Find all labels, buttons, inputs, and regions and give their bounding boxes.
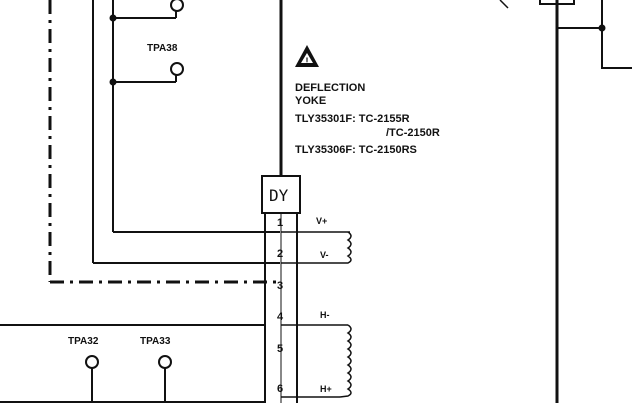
signal-v-plus: V+ — [316, 216, 327, 226]
svg-text:!: ! — [306, 56, 309, 66]
yoke-part-line2: /TC-2150R — [386, 127, 440, 139]
caution-triangle-icon: ! — [295, 45, 319, 67]
test-point-top-circle — [170, 0, 184, 12]
signal-h-minus: H- — [320, 310, 330, 320]
connector-label: DY — [269, 186, 289, 205]
yoke-part-line1: TLY35301F: TC-2155R — [295, 113, 410, 125]
yoke-title-line1: DEFLECTION — [295, 82, 365, 94]
vertical-coil — [340, 231, 352, 264]
tpa32-circle — [85, 355, 99, 369]
pin-5: 5 — [277, 343, 283, 355]
junction-dot-1 — [109, 14, 117, 22]
yoke-title-line2: YOKE — [295, 95, 326, 107]
yoke-part-line3: TLY35306F: TC-2150RS — [295, 144, 417, 156]
tpa33-label: TPA33 — [140, 336, 171, 347]
right-component-box — [601, 0, 632, 69]
pin-6: 6 — [277, 383, 283, 395]
right-top-box — [539, 0, 575, 5]
junction-dot-right — [598, 24, 606, 32]
tpa38-label: TPA38 — [147, 43, 178, 54]
pin-4: 4 — [277, 311, 284, 323]
tpa38-circle — [170, 62, 184, 76]
tpa33-circle — [158, 355, 172, 369]
horizontal-coil — [339, 324, 352, 398]
signal-v-minus: V- — [320, 250, 329, 260]
tpa32-label: TPA32 — [68, 336, 99, 347]
signal-h-plus: H+ — [320, 384, 332, 394]
pin-2: 2 — [277, 248, 283, 260]
pin-1: 1 — [277, 217, 283, 229]
stray-mark — [499, 0, 509, 9]
junction-dot-2 — [109, 78, 117, 86]
pin-3: 3 — [277, 280, 283, 292]
